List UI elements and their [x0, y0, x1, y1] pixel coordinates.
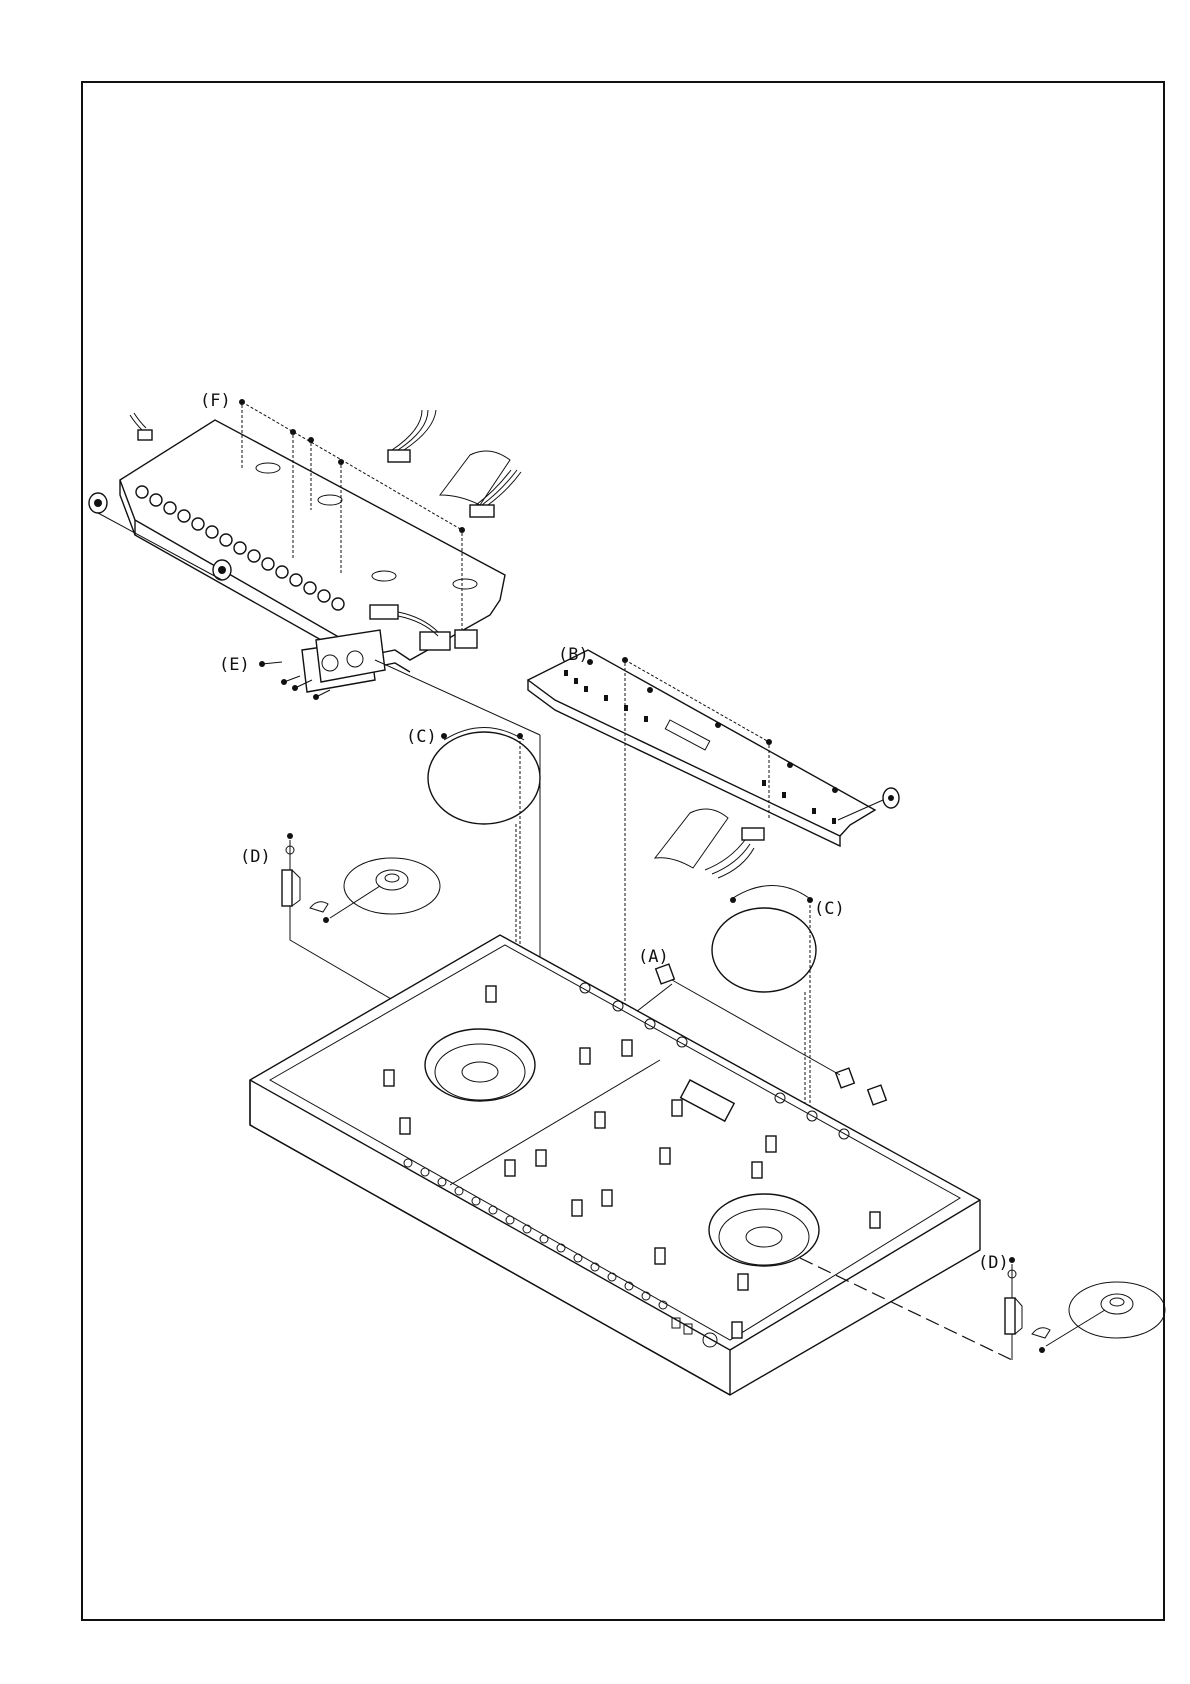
callout-e: (E)	[219, 655, 250, 675]
callout-d-left: (D)	[240, 847, 271, 867]
callout-c-left: (C)	[406, 727, 437, 747]
callout-c-right: (C)	[814, 899, 845, 919]
disc-well-left	[425, 1029, 535, 1101]
board-f	[89, 399, 521, 672]
screws-b	[587, 657, 838, 1045]
callout-b: (B)	[558, 645, 589, 665]
callout-f: (F)	[200, 391, 231, 411]
callout-d-right: (D)	[978, 1253, 1009, 1273]
disc-well-right	[709, 1194, 819, 1266]
chassis	[250, 935, 980, 1395]
cable-connector-f2	[470, 505, 494, 517]
callout-a: (A)	[638, 947, 669, 967]
cable-connector-f1	[388, 450, 410, 462]
